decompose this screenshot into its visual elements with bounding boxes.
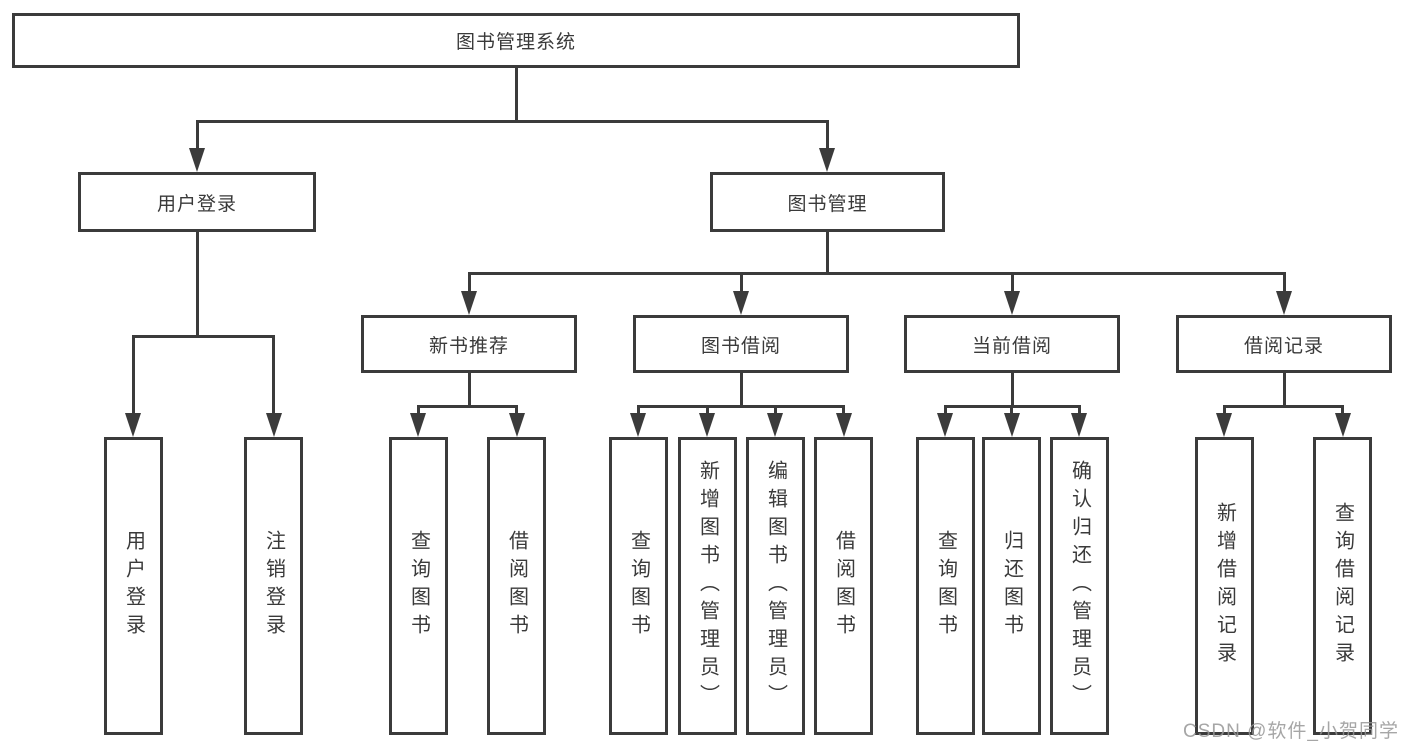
- connector-arrow-shaft-user-login: [196, 120, 199, 152]
- node-user-login: 用户登录: [104, 437, 163, 735]
- arrow-icon-bb-edit: [767, 413, 783, 437]
- node-book-borrowing: 图书借阅: [633, 315, 849, 373]
- arrow-icon-borrow-records: [1276, 291, 1292, 315]
- node-bb-add-books-admin-label: 新增图书（管理员）: [696, 460, 719, 712]
- connector-arrow-shaft-borrow-records: [1283, 272, 1286, 294]
- arrow-icon-book-borrow: [733, 291, 749, 315]
- arrow-icon-book-mgmt: [819, 148, 835, 172]
- connector-arrow-shaft-cb-confirm: [1078, 405, 1081, 417]
- connector-arrow-shaft-br-query: [1341, 405, 1344, 417]
- connector-arrow-shaft-current-borrow: [1011, 272, 1014, 294]
- node-bb-query-books-label: 查询图书: [627, 530, 650, 642]
- node-br-query-record: 查询借阅记录: [1313, 437, 1372, 735]
- arrow-icon-cb-confirm: [1071, 413, 1087, 437]
- connector-arrow-shaft-rec-query: [417, 405, 420, 417]
- arrow-icon-rec-query: [410, 413, 426, 437]
- connector-arrow-shaft-book-mgmt: [826, 120, 829, 152]
- arrow-icon-cb-return: [1004, 413, 1020, 437]
- node-cb-confirm-return-admin-label: 确认归还（管理员）: [1068, 460, 1091, 712]
- node-br-query-record-label: 查询借阅记录: [1331, 502, 1354, 670]
- node-rec-query-books-label: 查询图书: [407, 530, 430, 642]
- connector-arrow-shaft-book-borrow: [740, 272, 743, 294]
- connector-borrow-records-bar: [1223, 405, 1344, 408]
- node-current-borrowing: 当前借阅: [904, 315, 1120, 373]
- arrow-icon-login-leaf: [125, 413, 141, 437]
- connector-book-mgmt-stem: [826, 232, 829, 275]
- connector-arrow-shaft-logout-leaf: [272, 335, 275, 415]
- connector-arrow-shaft-br-add: [1223, 405, 1226, 417]
- connector-user-login-stem: [196, 232, 199, 338]
- connector-arrow-shaft-login-leaf: [132, 335, 135, 415]
- connector-level3-bar: [468, 272, 1285, 275]
- connector-arrow-shaft-bb-borrow: [842, 405, 845, 417]
- node-cb-return-books-label: 归还图书: [1000, 530, 1023, 642]
- connector-root-stem: [515, 68, 518, 123]
- arrow-icon-br-add: [1216, 413, 1232, 437]
- node-cb-confirm-return-admin: 确认归还（管理员）: [1050, 437, 1109, 735]
- node-bb-borrow-books-label: 借阅图书: [832, 530, 855, 642]
- node-root-library-management-system: 图书管理系统: [12, 13, 1020, 68]
- connector-current-borrow-stem: [1011, 373, 1014, 408]
- node-user-login-branch: 用户登录: [78, 172, 316, 232]
- node-bb-edit-books-admin-label: 编辑图书（管理员）: [764, 460, 787, 712]
- connector-arrow-shaft-bb-edit: [774, 405, 777, 417]
- node-cb-return-books: 归还图书: [982, 437, 1041, 735]
- connector-new-book-rec-stem: [468, 373, 471, 408]
- node-br-add-record-label: 新增借阅记录: [1213, 502, 1236, 670]
- node-cb-query-books-label: 查询图书: [934, 530, 957, 642]
- node-bb-edit-books-admin: 编辑图书（管理员）: [746, 437, 805, 735]
- connector-level2-bar: [196, 120, 829, 123]
- node-book-management-branch: 图书管理: [710, 172, 945, 232]
- arrow-icon-current-borrow: [1004, 291, 1020, 315]
- connector-arrow-shaft-rec-borrow: [515, 405, 518, 417]
- connector-borrow-records-stem: [1283, 373, 1286, 408]
- connector-arrow-shaft-new-book-rec: [468, 272, 471, 294]
- node-logout-login-label: 注销登录: [262, 530, 285, 642]
- node-br-add-record: 新增借阅记录: [1195, 437, 1254, 735]
- connector-user-login-bar: [132, 335, 275, 338]
- node-bb-query-books: 查询图书: [609, 437, 668, 735]
- node-borrowing-records: 借阅记录: [1176, 315, 1392, 373]
- node-user-login-label: 用户登录: [122, 530, 145, 642]
- node-bb-add-books-admin: 新增图书（管理员）: [678, 437, 737, 735]
- arrow-icon-bb-query: [630, 413, 646, 437]
- node-rec-query-books: 查询图书: [389, 437, 448, 735]
- csdn-watermark: CSDN @软件_小贺同学: [1183, 721, 1399, 742]
- node-logout-login: 注销登录: [244, 437, 303, 735]
- arrow-icon-rec-borrow: [509, 413, 525, 437]
- connector-arrow-shaft-cb-query: [944, 405, 947, 417]
- arrow-icon-bb-add: [699, 413, 715, 437]
- node-rec-borrow-books: 借阅图书: [487, 437, 546, 735]
- connector-arrow-shaft-bb-query: [637, 405, 640, 417]
- arrow-icon-new-book-rec: [461, 291, 477, 315]
- connector-arrow-shaft-bb-add: [706, 405, 709, 417]
- arrow-icon-br-query: [1335, 413, 1351, 437]
- node-rec-borrow-books-label: 借阅图书: [505, 530, 528, 642]
- arrow-icon-user-login: [189, 148, 205, 172]
- arrow-icon-bb-borrow: [836, 413, 852, 437]
- connector-arrow-shaft-cb-return: [1010, 405, 1013, 417]
- arrow-icon-logout-leaf: [266, 413, 282, 437]
- node-new-book-recommendation: 新书推荐: [361, 315, 577, 373]
- node-bb-borrow-books: 借阅图书: [814, 437, 873, 735]
- connector-new-book-rec-bar: [417, 405, 518, 408]
- node-cb-query-books: 查询图书: [916, 437, 975, 735]
- connector-book-borrow-stem: [740, 373, 743, 408]
- connector-book-borrow-bar: [637, 405, 845, 408]
- arrow-icon-cb-query: [937, 413, 953, 437]
